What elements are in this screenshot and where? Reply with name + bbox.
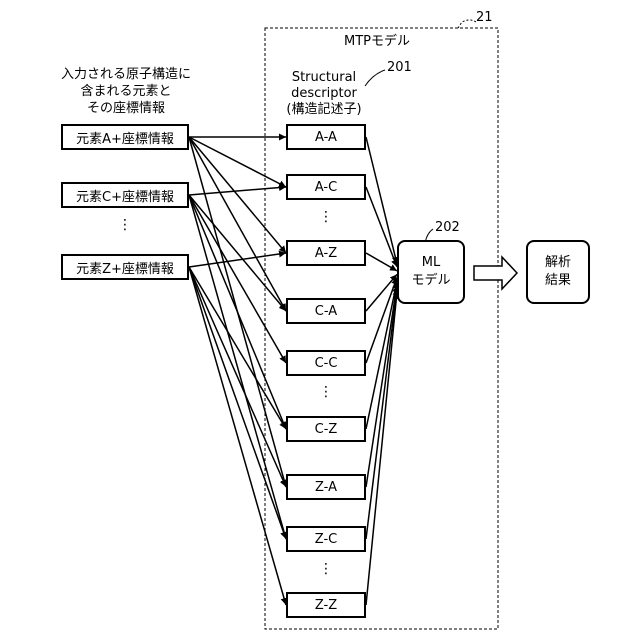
arrow-input-z-to-a-z [189, 253, 286, 267]
descriptor-caption-line-1: Structural [272, 70, 376, 86]
arrow-input-c-to-c-c [189, 195, 286, 363]
analysis-result-line-2: 結果 [545, 272, 571, 290]
descriptor-caption-line-2: descriptor [272, 86, 376, 102]
arrow-z-c-to-ml-model [366, 288, 397, 539]
ml-model-label-line-1: ML [422, 254, 440, 272]
descriptor-ellipsis-3: ⋮ [316, 562, 336, 576]
ml-to-result-arrow [474, 257, 517, 289]
mtp-model-ref-leader [458, 20, 476, 28]
ml-model-box: ML モデル [397, 240, 465, 304]
arrow-input-z-to-z-c [189, 267, 286, 539]
input-box-element-a: 元素A+座標情報 [61, 124, 189, 150]
input-caption-line-1: 入力される原子構造に [40, 67, 212, 83]
descriptor-box-z-c: Z-C [286, 526, 366, 552]
descriptor-box-a-z: A-Z [286, 240, 366, 266]
arrow-input-c-to-c-a [189, 195, 286, 311]
arrow-z-a-to-ml-model [366, 285, 397, 487]
descriptor-box-c-c: C-C [286, 350, 366, 376]
descriptor-box-a-c: A-C [286, 174, 366, 200]
descriptor-box-c-a: C-A [286, 298, 366, 324]
input-caption-line-3: その座標情報 [40, 101, 212, 117]
ml-model-label-line-2: モデル [411, 272, 450, 290]
descriptor-caption-line-3: (構造記述子) [272, 102, 376, 118]
mtp-model-ref: 21 [476, 10, 493, 26]
descriptor-box-c-z: C-Z [286, 416, 366, 442]
input-caption-line-2: 含まれる元素と [40, 84, 212, 100]
input-to-descriptor-arrows [189, 137, 286, 605]
arrow-z-z-to-ml-model [366, 292, 397, 605]
input-box-element-c: 元素C+座標情報 [61, 182, 189, 208]
arrow-input-a-to-c-a [189, 137, 286, 311]
ml-model-ref: 202 [435, 220, 460, 236]
arrow-input-c-to-c-z [189, 195, 286, 429]
arrow-c-z-to-ml-model [366, 281, 397, 429]
descriptor-box-z-z: Z-Z [286, 592, 366, 618]
descriptor-ref: 201 [387, 60, 412, 76]
analysis-result-box: 解析 結果 [526, 240, 590, 304]
arrow-input-c-to-z-c [189, 195, 286, 539]
descriptor-ellipsis-1: ⋮ [316, 210, 336, 224]
arrow-input-a-to-a-z [189, 137, 286, 253]
descriptor-box-a-a: A-A [286, 124, 366, 150]
input-ellipsis: ⋮ [115, 218, 135, 232]
descriptor-box-z-a: Z-A [286, 474, 366, 500]
descriptor-to-ml-arrows [366, 137, 397, 605]
analysis-result-line-1: 解析 [545, 254, 571, 272]
arrow-input-z-to-z-a [189, 267, 286, 487]
mtp-model-title: MTPモデル [344, 34, 410, 50]
input-box-element-z: 元素Z+座標情報 [61, 254, 189, 280]
descriptor-ellipsis-2: ⋮ [316, 385, 336, 399]
